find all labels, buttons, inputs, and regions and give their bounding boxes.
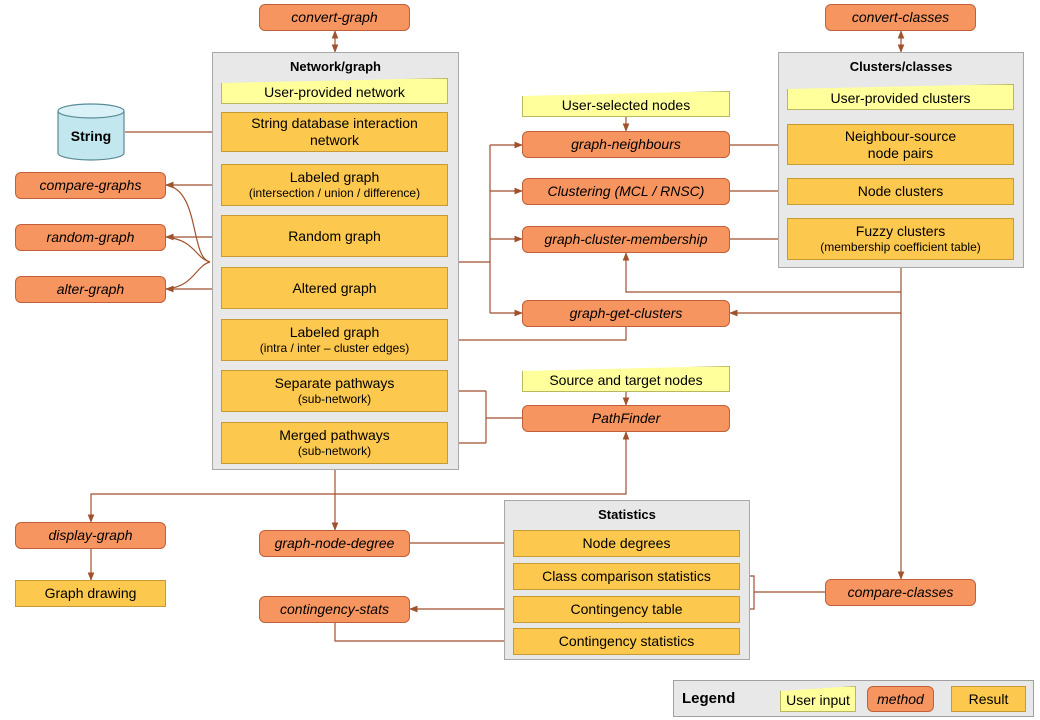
alter-graph-fan (165, 261, 211, 290)
node-degrees-result: Node degrees (513, 530, 740, 557)
convert-graph-method[interactable]: convert-graph (259, 4, 410, 31)
panel-title: Statistics (598, 507, 656, 522)
user-provided-clusters-input: User-provided clusters (787, 84, 1014, 110)
random-graph-result: Random graph (221, 215, 448, 257)
labeled-graph-result: Labeled graph(intersection / union / dif… (221, 164, 448, 206)
clustering-method[interactable]: Clustering (MCL / RNSC) (522, 178, 730, 205)
legend: Legend User input method Result (673, 680, 1034, 717)
panel-title: Network/graph (289, 59, 381, 74)
separate-pathways-result: Separate pathways(sub-network) (221, 370, 448, 412)
class-comparison-statistics-result: Class comparison statistics (513, 563, 740, 590)
legend-user-input: User input (780, 686, 856, 712)
contingency-statistics-result: Contingency statistics (513, 628, 740, 655)
compare-classes-to-stats (739, 572, 825, 593)
user-provided-network-input: User-provided network (221, 78, 448, 104)
compare-graphs-method[interactable]: compare-graphs (15, 172, 166, 199)
database-label: String (71, 128, 111, 144)
labeled-graph-cluster-edges-result: Labeled graph(intra / inter – cluster ed… (221, 319, 448, 361)
graph-drawing-result: Graph drawing (15, 580, 166, 607)
contingency-stats-method[interactable]: contingency-stats (259, 596, 410, 623)
legend-title: Legend (682, 690, 736, 707)
altered-graph-result: Altered graph (221, 267, 448, 309)
display-graph-method[interactable]: display-graph (15, 522, 166, 549)
alter-graph-method[interactable]: alter-graph (15, 276, 166, 303)
pathfinder-method[interactable]: PathFinder (522, 405, 730, 432)
convert-classes-method[interactable]: convert-classes (825, 4, 976, 31)
fuzzy-clusters-result: Fuzzy clusters(membership coefficient ta… (787, 218, 1014, 260)
user-selected-nodes-input: User-selected nodes (522, 91, 730, 117)
node-clusters-result: Node clusters (787, 178, 1014, 205)
network-to-display (87, 493, 335, 523)
panel-title: Clusters/classes (849, 59, 953, 74)
graph-get-clusters-method[interactable]: graph-get-clusters (522, 300, 730, 327)
graph-cluster-membership-method[interactable]: graph-cluster-membership (522, 226, 730, 253)
legend-result: Result (951, 686, 1026, 712)
cluster-to-membership (622, 252, 901, 293)
pathfinder-display (335, 431, 630, 495)
get-clusters-to-labeled (447, 327, 627, 344)
string-database-icon: String (57, 103, 125, 161)
random-graph-method[interactable]: random-graph (15, 224, 166, 251)
merged-pathways-result: Merged pathways(sub-network) (221, 422, 448, 464)
contingency-table-result: Contingency table (513, 596, 740, 623)
compare-classes-method[interactable]: compare-classes (825, 579, 976, 606)
contingency-stats-loop (334, 623, 514, 645)
compare-graphs-fan (165, 184, 211, 263)
graph-neighbours-method[interactable]: graph-neighbours (522, 131, 730, 158)
graph-node-degree-method[interactable]: graph-node-degree (259, 530, 410, 557)
random-graph-fan (165, 236, 211, 263)
legend-method: method (867, 686, 934, 712)
